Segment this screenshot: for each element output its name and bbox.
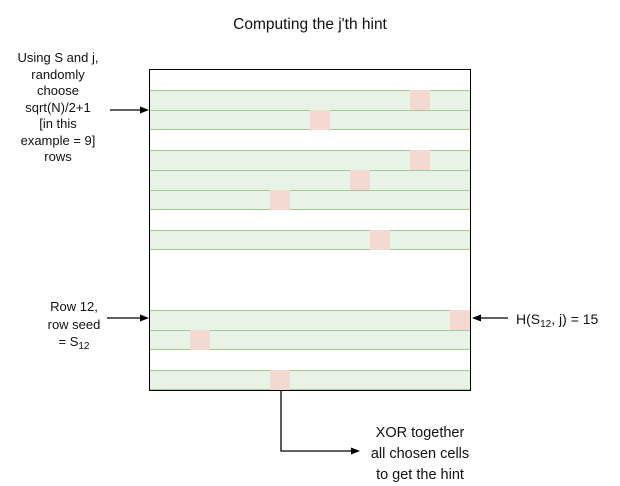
page-title: Computing the j'th hint — [233, 16, 387, 33]
row-seed-subscript: 12 — [78, 341, 90, 352]
annotation-line: Row 12, — [50, 299, 98, 314]
chosen-row — [150, 330, 470, 350]
row12-annotation: Row 12, row seed = S12 — [24, 298, 124, 352]
chosen-cell — [370, 230, 390, 250]
annotation-line: Using S and j, — [17, 50, 99, 65]
chosen-row — [150, 170, 470, 190]
chosen-row — [150, 190, 470, 210]
hash-annotation: H(S12, j) = 15 — [516, 310, 620, 330]
chosen-cell — [410, 90, 430, 110]
matrix-rows — [150, 70, 470, 390]
annotation-line: choose — [37, 83, 79, 98]
chosen-row — [150, 370, 470, 390]
chosen-row — [150, 90, 470, 110]
annotation-line: example = 9] — [20, 132, 96, 148]
hash-suffix: , j) = 15 — [551, 311, 599, 327]
annotation-line: row seed — [47, 316, 101, 332]
chosen-cell — [270, 370, 290, 390]
chosen-cell — [190, 330, 210, 350]
annotation-line: rows — [44, 149, 72, 164]
chosen-cell — [410, 150, 430, 170]
row-seed-prefix: = S — [58, 334, 79, 349]
chosen-cell — [270, 190, 290, 210]
chosen-row — [150, 150, 470, 170]
annotation-line: sqrt(N)/2+1 — [25, 99, 91, 115]
chosen-row — [150, 230, 470, 250]
choose-rows-annotation: Using S and j, randomly choose sqrt(N)/2… — [2, 50, 114, 166]
annotation-line: randomly — [31, 66, 85, 82]
chosen-cell — [310, 110, 330, 130]
chosen-cell — [350, 170, 370, 190]
annotation-line: XOR together — [375, 425, 465, 441]
annotation-line: all chosen cells — [370, 446, 470, 462]
chosen-cell — [450, 310, 470, 330]
chosen-row — [150, 310, 470, 330]
xor-annotation: XOR together all chosen cells to get the… — [350, 423, 490, 486]
hash-subscript: 12 — [540, 319, 552, 330]
annotation-line: = S12 — [24, 333, 124, 352]
annotation-line: to get the hint — [376, 467, 464, 483]
database-matrix — [149, 69, 471, 391]
xor-connector-arrow — [280, 391, 360, 455]
annotation-line: [in this — [39, 116, 77, 131]
hash-prefix: H(S — [516, 311, 541, 327]
